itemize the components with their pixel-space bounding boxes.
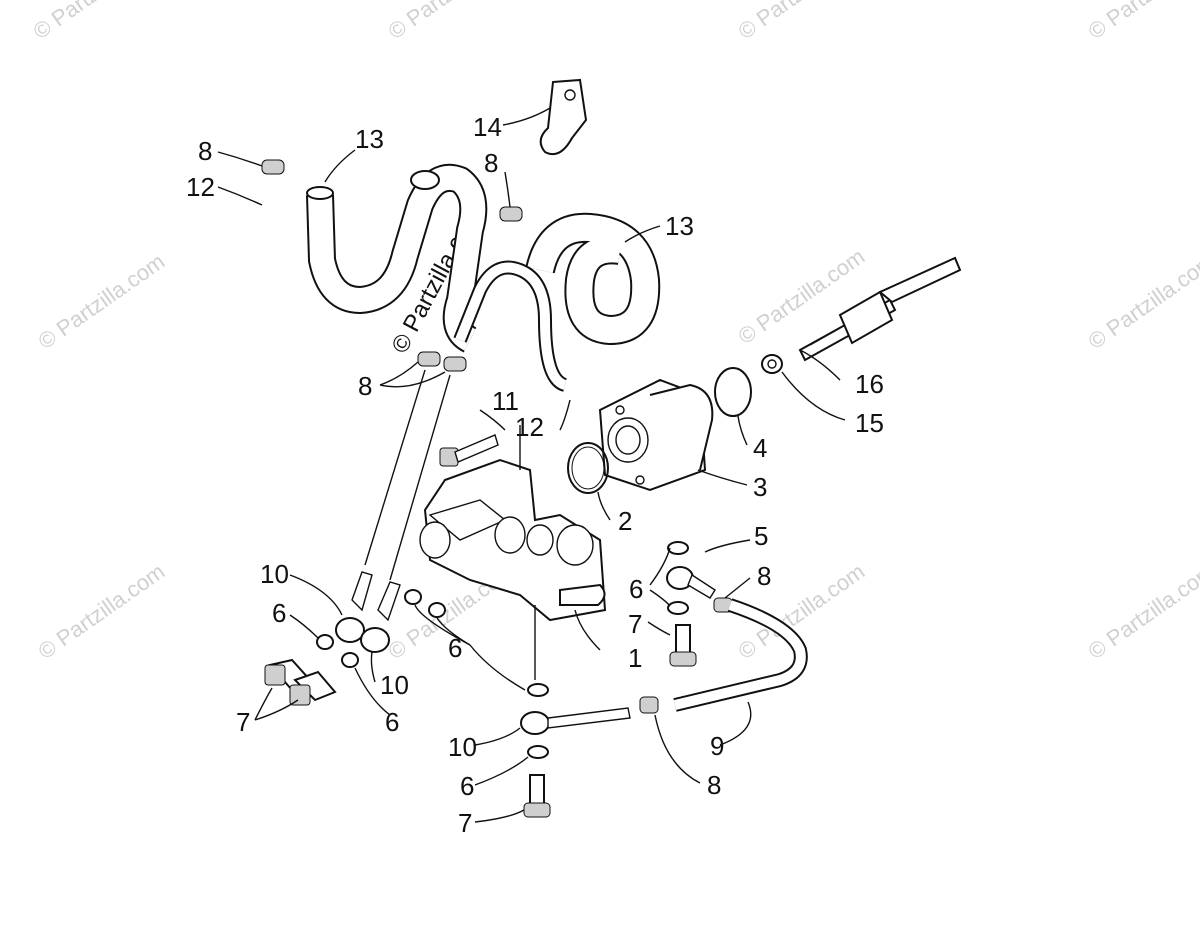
watermark: © Partzilla.com xyxy=(734,0,870,44)
part-6-washer xyxy=(316,541,689,759)
watermark: © Partzilla.com xyxy=(34,559,170,665)
callout-8: 8 xyxy=(358,371,372,401)
callout-6: 6 xyxy=(629,574,643,604)
callout-8: 8 xyxy=(757,561,771,591)
callout-5: 5 xyxy=(754,521,768,551)
callout-labels: 14 13 8 12 8 13 16 8 11 12 15 4 3 2 5 10… xyxy=(186,112,884,838)
callout-15: 15 xyxy=(855,408,884,438)
callout-8: 8 xyxy=(198,136,212,166)
callout-12: 12 xyxy=(515,412,544,442)
callout-8: 8 xyxy=(484,148,498,178)
part-7-bolt xyxy=(264,624,697,818)
callout-10: 10 xyxy=(260,559,289,589)
part-16-drive-shaft xyxy=(798,256,962,362)
part-11-bolt xyxy=(439,434,499,467)
callout-16: 16 xyxy=(855,369,884,399)
part-13-coiled-hose-right xyxy=(525,212,661,346)
watermark: © Partzilla.com xyxy=(1084,559,1200,665)
callout-7: 7 xyxy=(628,609,642,639)
part-9-hose xyxy=(673,598,808,712)
part-12-hose-left xyxy=(260,174,421,306)
fitting-guide-lines xyxy=(364,369,451,581)
watermark: © Partzilla.com xyxy=(384,0,520,44)
callout-6: 6 xyxy=(448,633,462,663)
callout-6: 6 xyxy=(385,707,399,737)
part-2-o-ring xyxy=(567,442,609,494)
callout-11: 11 xyxy=(492,386,519,416)
callout-1: 1 xyxy=(628,643,642,673)
callout-7: 7 xyxy=(236,707,250,737)
callout-10: 10 xyxy=(380,670,409,700)
watermark: © Partzilla.com xyxy=(1084,249,1200,355)
callout-8: 8 xyxy=(707,770,721,800)
part-4-o-ring xyxy=(714,367,752,417)
callout-6: 6 xyxy=(272,598,286,628)
part-14-p-clamp xyxy=(539,78,588,156)
watermark: © Partzilla.com xyxy=(29,0,165,44)
part-1-oil-pump-body xyxy=(419,425,607,680)
part-15-washer xyxy=(761,354,783,374)
callout-3: 3 xyxy=(753,472,767,502)
callout-13: 13 xyxy=(665,211,694,241)
part-8-clamp xyxy=(261,159,733,714)
callout-6: 6 xyxy=(460,771,474,801)
watermark: © Partzilla.com xyxy=(34,249,170,355)
part-10-banjo-fitting xyxy=(335,571,631,735)
leader-lines xyxy=(217,107,846,823)
part-12-hose-right xyxy=(453,260,568,392)
callout-7: 7 xyxy=(458,808,472,838)
callout-10: 10 xyxy=(448,732,477,762)
part-3-pump-housing xyxy=(598,378,714,492)
part-13-coiled-hose-left xyxy=(306,163,488,353)
callout-14: 14 xyxy=(473,112,502,142)
callout-12: 12 xyxy=(186,172,215,202)
callout-2: 2 xyxy=(618,506,632,536)
part-5-banjo-fitting xyxy=(666,566,716,599)
watermark: © Partzilla.com xyxy=(1084,0,1200,44)
callout-9: 9 xyxy=(710,731,724,761)
callout-4: 4 xyxy=(753,433,767,463)
callout-13: 13 xyxy=(355,124,384,154)
